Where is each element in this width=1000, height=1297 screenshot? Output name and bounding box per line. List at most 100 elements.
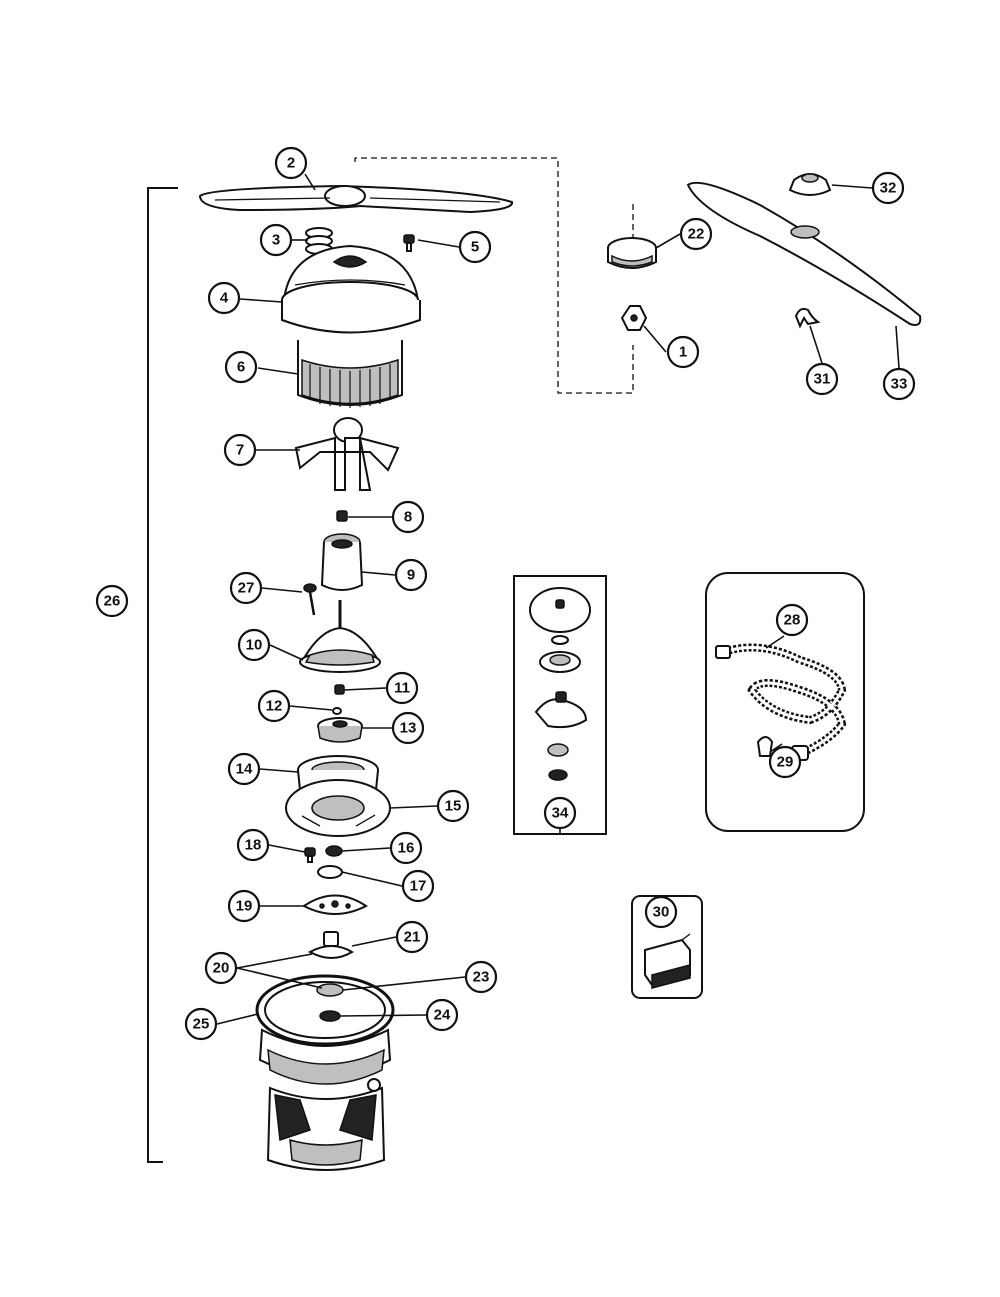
svg-text:34: 34 <box>552 805 569 822</box>
hex-bolt <box>304 847 316 863</box>
callout-16: 16 <box>389 831 423 865</box>
svg-text:4: 4 <box>220 290 229 307</box>
long-screw <box>303 583 317 616</box>
callout-9: 9 <box>394 558 428 592</box>
callout-32: 32 <box>871 171 905 205</box>
leader-lines <box>216 173 900 1025</box>
callout-25: 25 <box>184 1007 218 1041</box>
callout-1: 1 <box>666 335 700 369</box>
callout-31: 31 <box>805 362 839 396</box>
svg-text:7: 7 <box>236 442 244 459</box>
callout-2: 2 <box>274 146 308 180</box>
svg-text:2: 2 <box>287 155 295 172</box>
callout-4: 4 <box>207 281 241 315</box>
svg-text:15: 15 <box>445 798 462 815</box>
svg-text:25: 25 <box>193 1016 210 1033</box>
svg-text:19: 19 <box>236 898 253 915</box>
callout-27: 27 <box>229 571 263 605</box>
motor-shaft-coupler <box>307 931 354 959</box>
callout-33: 33 <box>882 367 916 401</box>
hose-kit-frame <box>705 572 865 832</box>
assembly-bracket <box>147 187 178 1163</box>
pump-plate <box>285 779 391 837</box>
svg-text:27: 27 <box>238 580 255 597</box>
callout-15: 15 <box>436 789 470 823</box>
hose-clamp <box>756 736 774 757</box>
screw <box>403 234 415 252</box>
callout-5: 5 <box>458 230 492 264</box>
callout-30: 30 <box>644 895 678 929</box>
upper-spray-arm <box>686 181 922 326</box>
svg-text:28: 28 <box>784 612 801 629</box>
callout-14: 14 <box>227 752 261 786</box>
svg-text:17: 17 <box>410 878 427 895</box>
switch-kit-frame <box>631 895 703 999</box>
callout-21: 21 <box>395 920 429 954</box>
small-fastener <box>334 684 345 695</box>
callout-20: 20 <box>204 951 238 985</box>
callout-10: 10 <box>237 628 271 662</box>
callout-34: 34 <box>543 796 577 830</box>
svg-text:23: 23 <box>473 969 490 986</box>
tower-nut <box>620 305 648 331</box>
svg-text:12: 12 <box>266 698 283 715</box>
callout-24: 24 <box>425 998 459 1032</box>
seal-assembly <box>317 717 363 743</box>
pump-cover <box>281 244 421 334</box>
svg-text:20: 20 <box>213 960 230 977</box>
svg-text:21: 21 <box>404 929 421 946</box>
callout-12: 12 <box>257 689 291 723</box>
shaft-seal <box>316 983 344 997</box>
connection-dashed-line <box>354 157 634 394</box>
svg-text:14: 14 <box>236 761 253 778</box>
motor-seal <box>319 1010 341 1022</box>
clip <box>794 307 821 329</box>
callout-26: 26 <box>95 584 129 618</box>
callout-8: 8 <box>391 500 425 534</box>
svg-text:30: 30 <box>653 904 670 921</box>
coupling-cylinder <box>320 533 364 591</box>
callout-19: 19 <box>227 889 261 923</box>
svg-text:33: 33 <box>891 376 908 393</box>
callout-13: 13 <box>391 711 425 745</box>
svg-text:26: 26 <box>104 593 121 610</box>
callout-11: 11 <box>385 671 419 705</box>
callout-3: 3 <box>259 223 293 257</box>
svg-text:3: 3 <box>272 232 280 249</box>
svg-text:29: 29 <box>777 754 794 771</box>
svg-text:31: 31 <box>814 371 831 388</box>
filter-screen <box>297 340 403 408</box>
drain-hose <box>715 643 847 761</box>
motor-assembly <box>258 1028 392 1171</box>
impeller-cone <box>299 600 381 673</box>
small-nut <box>336 510 348 522</box>
callout-6: 6 <box>224 350 258 384</box>
svg-text:24: 24 <box>434 1007 451 1024</box>
svg-text:32: 32 <box>880 180 897 197</box>
tower-cap <box>607 237 657 269</box>
callout-23: 23 <box>464 960 498 994</box>
callout-29: 29 <box>768 745 802 779</box>
gasket <box>317 865 343 879</box>
spray-tower-stand <box>294 417 400 491</box>
kit-34-parts <box>529 587 591 781</box>
svg-text:16: 16 <box>398 840 415 857</box>
impeller-disk <box>302 894 368 915</box>
switch-component <box>644 933 691 989</box>
svg-text:6: 6 <box>237 359 245 376</box>
callout-7: 7 <box>223 433 257 467</box>
svg-text:5: 5 <box>471 239 479 256</box>
svg-text:1: 1 <box>679 344 687 361</box>
callout-17: 17 <box>401 869 435 903</box>
svg-text:18: 18 <box>245 837 262 854</box>
svg-text:9: 9 <box>407 567 415 584</box>
svg-text:13: 13 <box>400 720 417 737</box>
o-ring-small <box>332 707 342 715</box>
spray-arm-hub <box>788 173 832 196</box>
callout-28: 28 <box>775 603 809 637</box>
callout-22: 22 <box>679 217 713 251</box>
svg-text:8: 8 <box>404 509 412 526</box>
washer <box>325 845 343 857</box>
large-gasket <box>255 974 395 1046</box>
